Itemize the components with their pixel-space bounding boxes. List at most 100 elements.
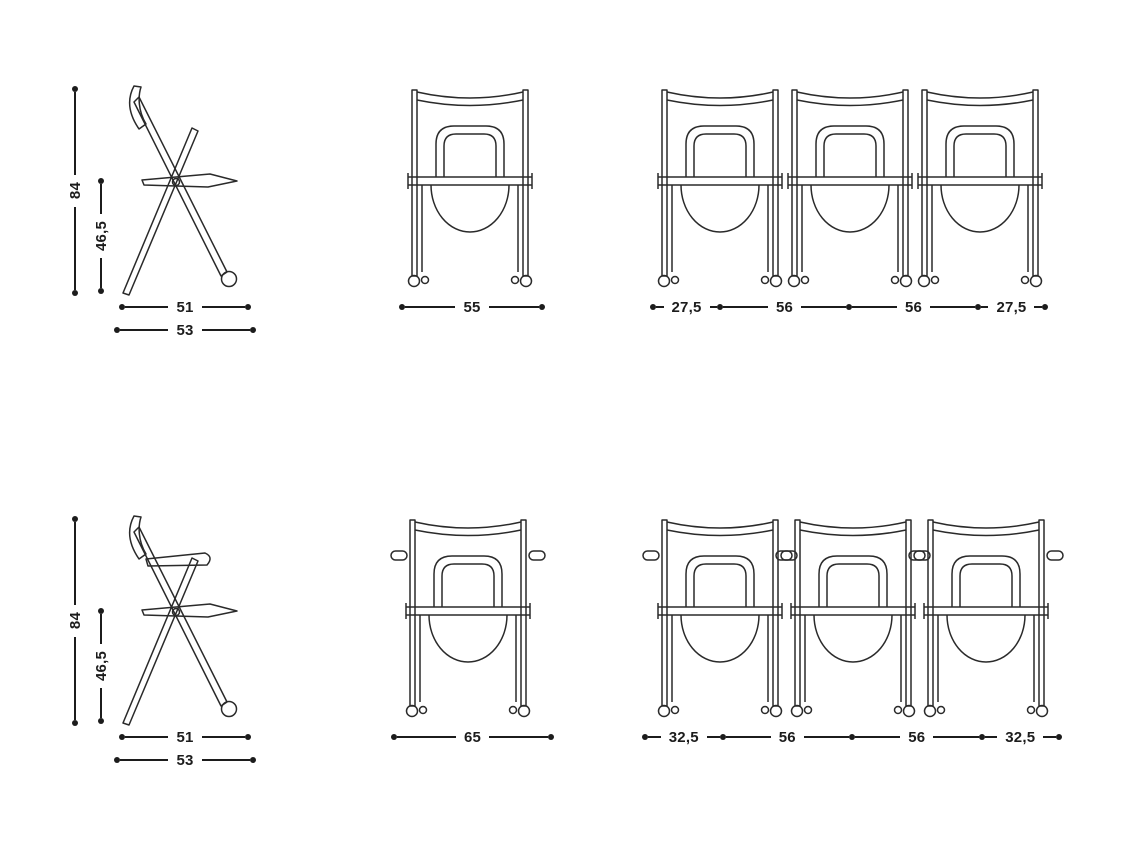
- dim-dot: [719, 734, 726, 740]
- dim-dot: [539, 304, 545, 310]
- dim-line: [723, 306, 768, 308]
- dim-line: [801, 306, 846, 308]
- chair-front-drawing: [787, 89, 913, 288]
- dim-top-height-84: 84: [67, 86, 84, 296]
- dim-dot: [72, 290, 78, 296]
- dim-line: [100, 614, 102, 644]
- dim-line: [709, 306, 718, 308]
- dim-dot: [399, 304, 405, 310]
- folding-armchair-front-view: [390, 513, 546, 725]
- dim-line: [405, 306, 456, 308]
- dim-bottom-depth-51: 51: [119, 729, 251, 746]
- dim-dot: [114, 327, 120, 333]
- dim-line: [1043, 736, 1056, 738]
- dim-dot: [1056, 734, 1062, 740]
- dim-dot: [391, 734, 397, 740]
- dim-label: 53: [176, 751, 194, 769]
- dim-line: [656, 306, 664, 308]
- dim-line: [855, 736, 901, 738]
- dim-line: [100, 184, 102, 214]
- dim-line: [201, 329, 250, 331]
- dim-segment: 46,5: [93, 614, 110, 718]
- dim-line: [201, 306, 245, 308]
- dim-line: [852, 306, 897, 308]
- dim-dot: [1042, 304, 1048, 310]
- dim-bottom-seat-height: 46,5: [93, 608, 110, 724]
- dim-segment: 27,5: [980, 298, 1042, 316]
- dim-label: 32,5: [1005, 728, 1036, 746]
- dim-bottom-width-65: 65: [391, 728, 554, 746]
- folding-chair-row-of-three-front-view: [657, 89, 1043, 288]
- dim-dot: [846, 304, 852, 310]
- dim-dot: [72, 720, 78, 726]
- dim-dot: [650, 304, 656, 310]
- dim-label: 46,5: [92, 221, 110, 251]
- dim-label: 84: [66, 612, 84, 630]
- dim-dot: [250, 327, 256, 333]
- dim-top-width-55: 55: [399, 299, 545, 316]
- dim-bottom-height-84: 84: [67, 516, 84, 726]
- dim-segment: 56: [852, 299, 975, 316]
- dim-segment: 53: [120, 752, 250, 769]
- dim-line: [984, 736, 998, 738]
- dim-dot: [98, 178, 104, 184]
- armchair-front-drawing: [909, 520, 1063, 717]
- dim-line: [803, 736, 849, 738]
- dim-label: 65: [463, 728, 482, 746]
- dim-line: [201, 759, 250, 761]
- dim-segment: 84: [67, 92, 84, 290]
- dim-label: 84: [66, 182, 84, 200]
- chair-side-drawing: [122, 515, 238, 726]
- dim-line: [488, 306, 539, 308]
- dim-line: [74, 206, 76, 290]
- dim-dot: [98, 608, 104, 614]
- dim-line: [980, 306, 989, 308]
- dim-line: [648, 736, 661, 738]
- dim-line: [930, 306, 975, 308]
- dim-line: [706, 736, 720, 738]
- dim-bottom-row-spacing: 32,5 56 56 32,5: [642, 728, 1062, 746]
- dim-line: [125, 736, 169, 738]
- dim-label: 56: [904, 298, 923, 316]
- dim-label: 56: [778, 728, 796, 746]
- dim-line: [397, 736, 456, 738]
- dim-label: 56: [775, 298, 794, 316]
- dim-label: 46,5: [92, 651, 110, 681]
- dim-line: [120, 759, 169, 761]
- folding-chair-front-view: [407, 89, 533, 288]
- dim-dot: [98, 718, 104, 724]
- dim-line: [1034, 306, 1042, 308]
- dim-dot: [245, 304, 251, 310]
- dim-dot: [245, 734, 251, 740]
- dim-label: 27,5: [996, 298, 1027, 316]
- dim-segment: 55: [405, 299, 539, 316]
- dim-top-row-spacing: 27,5 56 56 27,5: [650, 298, 1048, 316]
- dim-top-depth-51: 51: [119, 299, 251, 316]
- dim-dot: [717, 304, 724, 310]
- dim-line: [100, 688, 102, 718]
- dim-dot: [642, 734, 648, 740]
- chair-front-drawing: [657, 89, 783, 288]
- dim-line: [201, 736, 245, 738]
- dim-line: [125, 306, 169, 308]
- dim-line: [74, 636, 76, 720]
- chair-front-drawing: [407, 89, 533, 288]
- dim-segment: 84: [67, 522, 84, 720]
- dim-dot: [72, 86, 78, 92]
- dim-label: 53: [176, 321, 194, 339]
- chair-front-drawing: [917, 89, 1043, 288]
- dim-segment: 56: [723, 299, 846, 316]
- dim-dot: [974, 304, 981, 310]
- dim-segment: 32,5: [984, 728, 1056, 746]
- dim-segment: 56: [725, 728, 849, 746]
- chair-side-drawing: [122, 85, 238, 296]
- dim-label: 55: [463, 298, 481, 316]
- dim-bottom-depth-53: 53: [114, 752, 256, 769]
- dim-line: [74, 92, 76, 176]
- dim-line: [489, 736, 548, 738]
- dim-line: [120, 329, 169, 331]
- dim-dot: [849, 734, 855, 740]
- dim-line: [100, 258, 102, 288]
- dim-dot: [978, 734, 985, 740]
- armchair-front-drawing: [391, 520, 545, 717]
